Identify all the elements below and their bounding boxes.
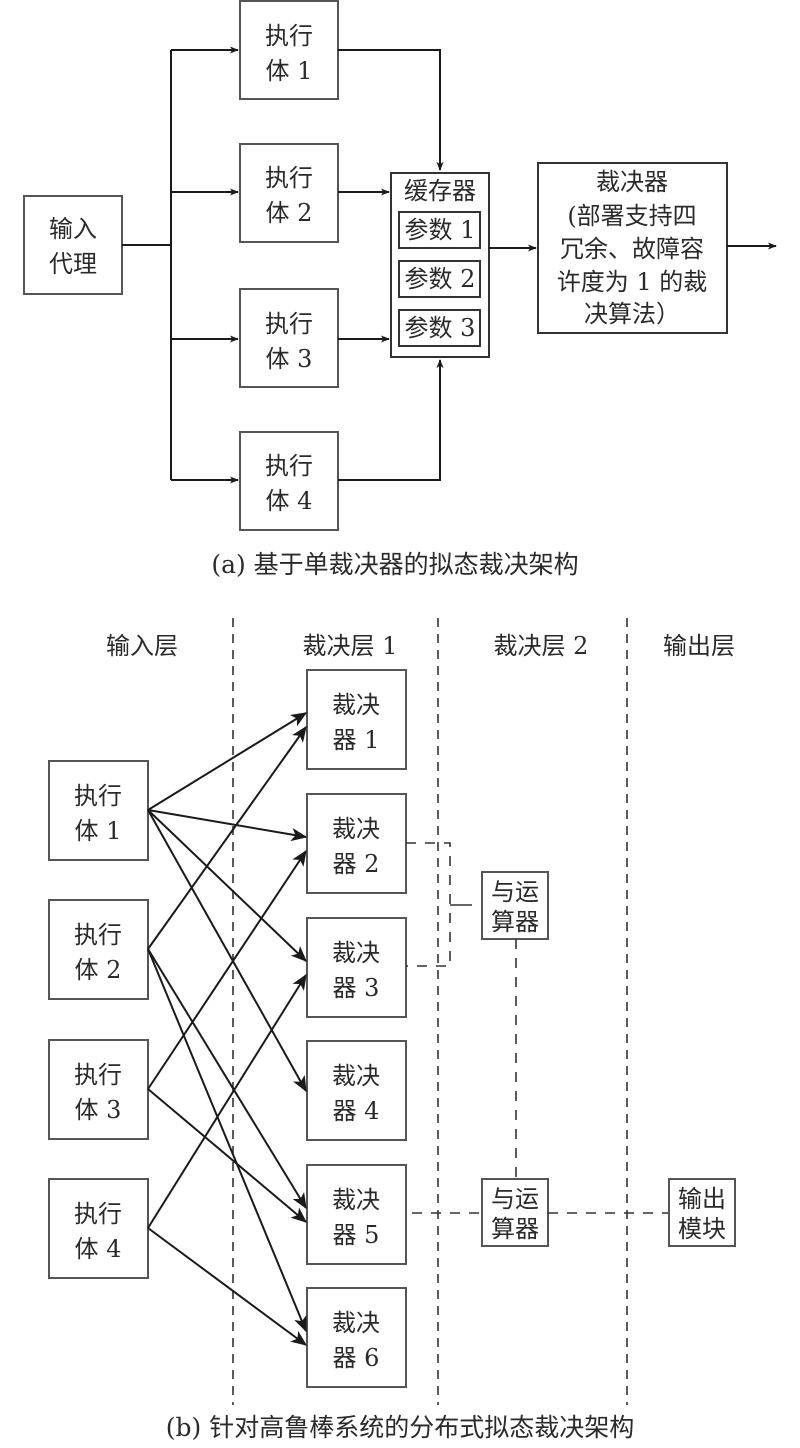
layer-header-input: 输入层 [106,632,178,660]
arrow-executor-1-to-judge-1 [147,712,308,811]
executor-4-label-2: 体 4 [266,487,313,515]
judge-label-5: 决算法） [584,300,680,328]
b-judge-1-label-1: 裁决 [332,691,380,719]
buffer-title: 缓存器 [404,177,476,205]
b-judge-3-label-1: 裁决 [332,939,380,967]
buffer-box: 缓存器 参数 1 参数 2 参数 3 [390,172,490,358]
arrow-executor-1-to-judge-2 [147,809,308,842]
judge-box: 裁决器 (部署支持四 冗余、故障容 许度为 1 的裁 决算法） [537,162,728,334]
executor-box-3: 执行 体 3 [239,288,339,388]
param-box-1 [398,211,481,249]
executor-box-4: 执行 体 4 [239,431,339,531]
b-judge-box-2: 裁决 器 2 [306,793,407,894]
executor-3-label-1: 执行 [265,310,313,338]
arrow-executor-3-to-judge-2 [147,849,307,1090]
layer-header-judge-1: 裁决层 1 [303,632,398,660]
b-judge-box-3: 裁决 器 3 [306,917,407,1018]
judge-label-4: 许度为 1 的裁 [557,268,708,296]
output-module-label-1: 输出 [678,1185,726,1213]
b-judge-4-label-1: 裁决 [332,1062,380,1090]
arrow-executor-2-to-judge-5 [147,948,307,1210]
arrow-executor-4-to-buffer [338,359,444,481]
arrow-executor-2-to-judge-1 [147,725,307,950]
b-judge-2-label-2: 器 2 [333,850,380,878]
b-judge-6-label-2: 器 6 [333,1344,380,1372]
arrow-executor-1-to-judge-4 [147,809,307,1093]
b-executor-3-label-1: 执行 [74,1061,122,1089]
and-gate-1-label-1: 与运 [491,878,539,906]
executor-box-2: 执行 体 2 [239,143,339,243]
executor-2-label-1: 执行 [265,164,313,192]
judge-label-1: 裁决器 [596,168,668,196]
b-judge-box-4: 裁决 器 4 [306,1040,407,1141]
param-2-label: 参数 2 [405,265,476,293]
output-module-box: 输出 模块 [668,1178,736,1247]
arrow-executor-4-to-judge-6 [147,1227,308,1346]
arrow-executor-3-to-judge-5 [147,1088,308,1223]
and-gate-2-label-2: 算器 [491,1215,539,1243]
b-judge-6-label-1: 裁决 [332,1309,380,1337]
and-gate-box-2: 与运 算器 [481,1178,549,1247]
b-judge-4-label-2: 器 4 [333,1097,380,1125]
b-judge-1-label-2: 器 1 [333,726,380,754]
b-executor-box-3: 执行 体 3 [48,1039,149,1140]
caption-a: (a) 基于单裁决器的拟态裁决架构 [211,550,578,579]
param-3-label: 参数 3 [405,314,476,342]
executor-1-label-1: 执行 [265,22,313,50]
executor-to-judge-arrows [147,712,308,1346]
param-box-2 [398,260,481,298]
arrow-executor-1-to-judge-3 [147,809,307,962]
b-executor-4-label-1: 执行 [74,1200,122,1228]
and-gate-1-label-2: 算器 [491,908,539,936]
judge-label-2: (部署支持四 [567,202,696,230]
b-judge-box-6: 裁决 器 6 [306,1287,407,1388]
b-executor-box-4: 执行 体 4 [48,1178,149,1279]
output-module-label-2: 模块 [678,1215,726,1243]
b-executor-4-label-2: 体 4 [75,1235,122,1263]
input-proxy-label-2: 代理 [49,250,97,278]
param-box-3 [398,309,481,347]
input-proxy-label-1: 输入 [49,215,97,243]
layer-header-output: 输出层 [663,632,735,660]
b-judge-box-5: 裁决 器 5 [306,1164,407,1265]
arrow-executor-4-to-judge-3 [147,973,307,1229]
b-executor-1-label-1: 执行 [74,782,122,810]
executor-box-1: 执行 体 1 [239,0,339,100]
arrow-executor-1-to-buffer [338,49,444,171]
part-b: 输入层 裁决层 1 裁决层 2 输出层 执行 体 1 执行 体 2 执行 体 3… [48,618,736,1442]
and-gate-2-label-1: 与运 [491,1185,539,1213]
b-executor-2-label-2: 体 2 [75,956,122,984]
b-judge-5-label-2: 器 5 [333,1221,380,1249]
b-executor-box-1: 执行 体 1 [48,760,149,861]
dashed-judge-2-3-bracket [406,842,451,967]
executor-4-label-1: 执行 [265,452,313,480]
b-judge-box-1: 裁决 器 1 [306,669,407,770]
and-gate-box-1: 与运 算器 [481,871,549,940]
executor-1-label-2: 体 1 [266,57,313,85]
b-judge-3-label-2: 器 3 [333,974,380,1002]
b-executor-box-2: 执行 体 2 [48,899,149,1000]
arrow-executor-2-to-judge-6 [147,948,307,1333]
param-1-label: 参数 1 [405,216,476,244]
b-judge-2-label-1: 裁决 [332,815,380,843]
b-executor-1-label-2: 体 1 [75,817,122,845]
caption-b: (b) 针对高鲁棒系统的分布式拟态裁决架构 [166,1413,634,1442]
executor-2-label-2: 体 2 [266,199,313,227]
b-executor-2-label-1: 执行 [74,921,122,949]
part-a: 输入 代理 执行 体 1 执行 体 2 执行 体 3 执行 体 4 [23,0,777,579]
b-judge-5-label-1: 裁决 [332,1186,380,1214]
input-proxy-box: 输入 代理 [23,195,123,295]
executor-3-label-2: 体 3 [266,345,313,373]
layer-header-judge-2: 裁决层 2 [494,632,589,660]
judge-label-3: 冗余、故障容 [560,235,704,263]
b-executor-3-label-2: 体 3 [75,1096,122,1124]
